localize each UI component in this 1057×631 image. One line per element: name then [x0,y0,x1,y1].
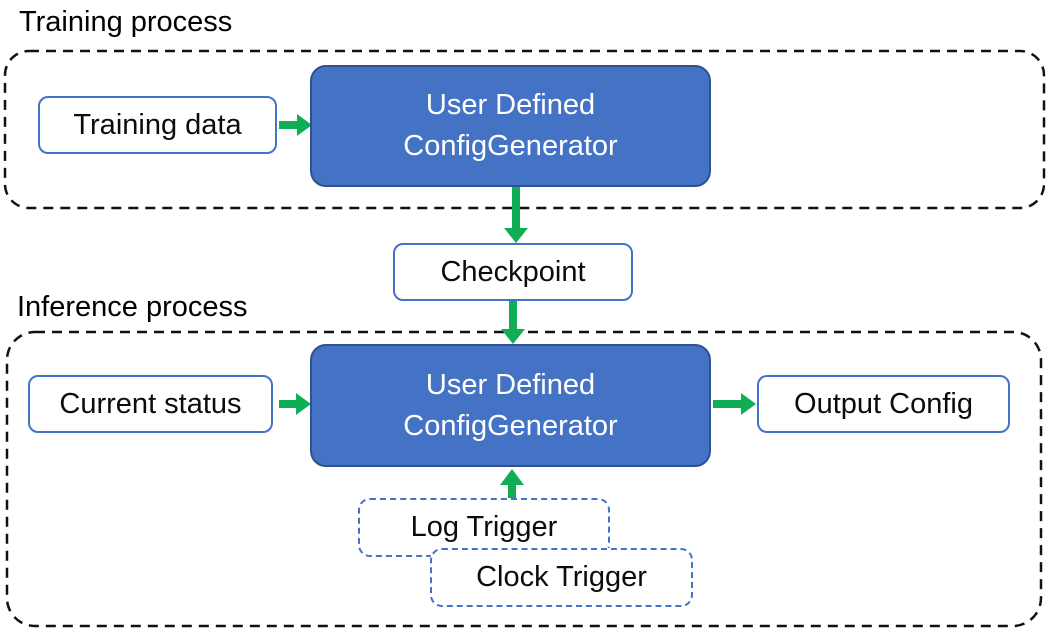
output-config-box: Output Config [757,375,1010,433]
inference-process-title: Inference process [17,291,248,323]
clock-trigger-box: Clock Trigger [430,548,693,607]
arrow-triggers-to-generator [500,469,524,499]
inference-generator-line2: ConfigGenerator [403,409,618,442]
training-data-box: Training data [38,96,277,154]
current-status-box: Current status [28,375,273,433]
inference-config-generator-box: User Defined ConfigGenerator [310,344,711,467]
arrow-currentstatus-to-generator [279,393,311,415]
training-generator-line2: ConfigGenerator [403,130,618,162]
training-generator-line1: User Defined [425,89,596,121]
inference-generator-line1: User Defined [425,368,596,401]
arrow-checkpoint-to-inference-generator [501,301,525,344]
log-trigger-box: Log Trigger [358,498,610,557]
training-process-title: Training process [19,6,233,38]
arrow-trainingdata-to-generator [279,114,312,136]
training-config-generator-box: User Defined ConfigGenerator [310,65,711,187]
checkpoint-box: Checkpoint [393,243,633,301]
training-process-frame [3,49,1046,210]
arrow-generator-to-outputconfig [713,393,756,415]
inference-process-frame [5,330,1043,628]
arrow-generator-to-checkpoint [504,187,528,243]
